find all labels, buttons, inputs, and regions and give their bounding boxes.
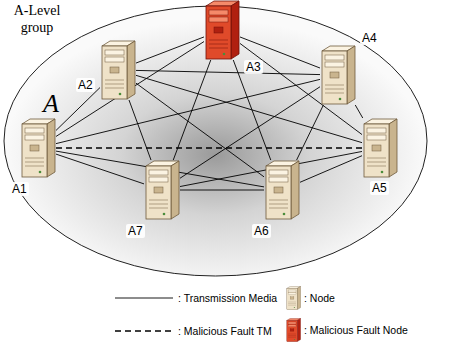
malicious-node-sample xyxy=(286,318,301,342)
group-ellipse: A-Level groupAA1A2A3A4A5A6A7 xyxy=(3,5,428,277)
legend-text: : Node xyxy=(304,292,335,304)
transmission-media xyxy=(240,43,362,134)
dashed-line-sample xyxy=(115,330,173,331)
server-node: A4 xyxy=(320,45,356,105)
group-letter: A xyxy=(43,89,59,119)
transmission-media xyxy=(300,156,362,183)
transmission-media xyxy=(297,105,324,160)
legend-text: : Transmission Media xyxy=(178,292,277,304)
transmission-media xyxy=(355,105,362,118)
server-node: A2 xyxy=(100,40,136,100)
malicious-transmission-media xyxy=(56,147,362,148)
node-label: A4 xyxy=(360,31,379,45)
node-label: A3 xyxy=(244,60,263,74)
node-label: A6 xyxy=(252,224,271,238)
node-label: A1 xyxy=(10,182,29,196)
legend-text: : Malicious Fault Node xyxy=(304,324,408,336)
node-label: A5 xyxy=(370,181,389,195)
server-node: A1 xyxy=(20,118,56,178)
transmission-media xyxy=(136,70,320,74)
server-node: A6 xyxy=(264,160,300,220)
node-sample xyxy=(286,286,301,310)
transmission-media xyxy=(136,83,264,177)
group-heading: A-Level group xyxy=(2,2,72,36)
transmission-media xyxy=(56,154,144,184)
transmission-media xyxy=(233,60,271,160)
legend-text: : Malicious Fault TM xyxy=(178,325,272,337)
transmission-media xyxy=(129,100,151,160)
line-sample xyxy=(115,298,173,299)
transmission-media xyxy=(56,79,320,143)
transmission-media xyxy=(173,60,211,160)
transmission-media xyxy=(136,37,204,63)
server-node: A7 xyxy=(144,160,180,220)
node-label: A7 xyxy=(126,224,145,238)
transmission-media xyxy=(56,88,100,131)
node-label: A2 xyxy=(76,78,95,92)
server-node: A5 xyxy=(362,118,398,178)
malicious-server-node: A3 xyxy=(204,0,240,60)
transmission-media xyxy=(180,190,264,191)
